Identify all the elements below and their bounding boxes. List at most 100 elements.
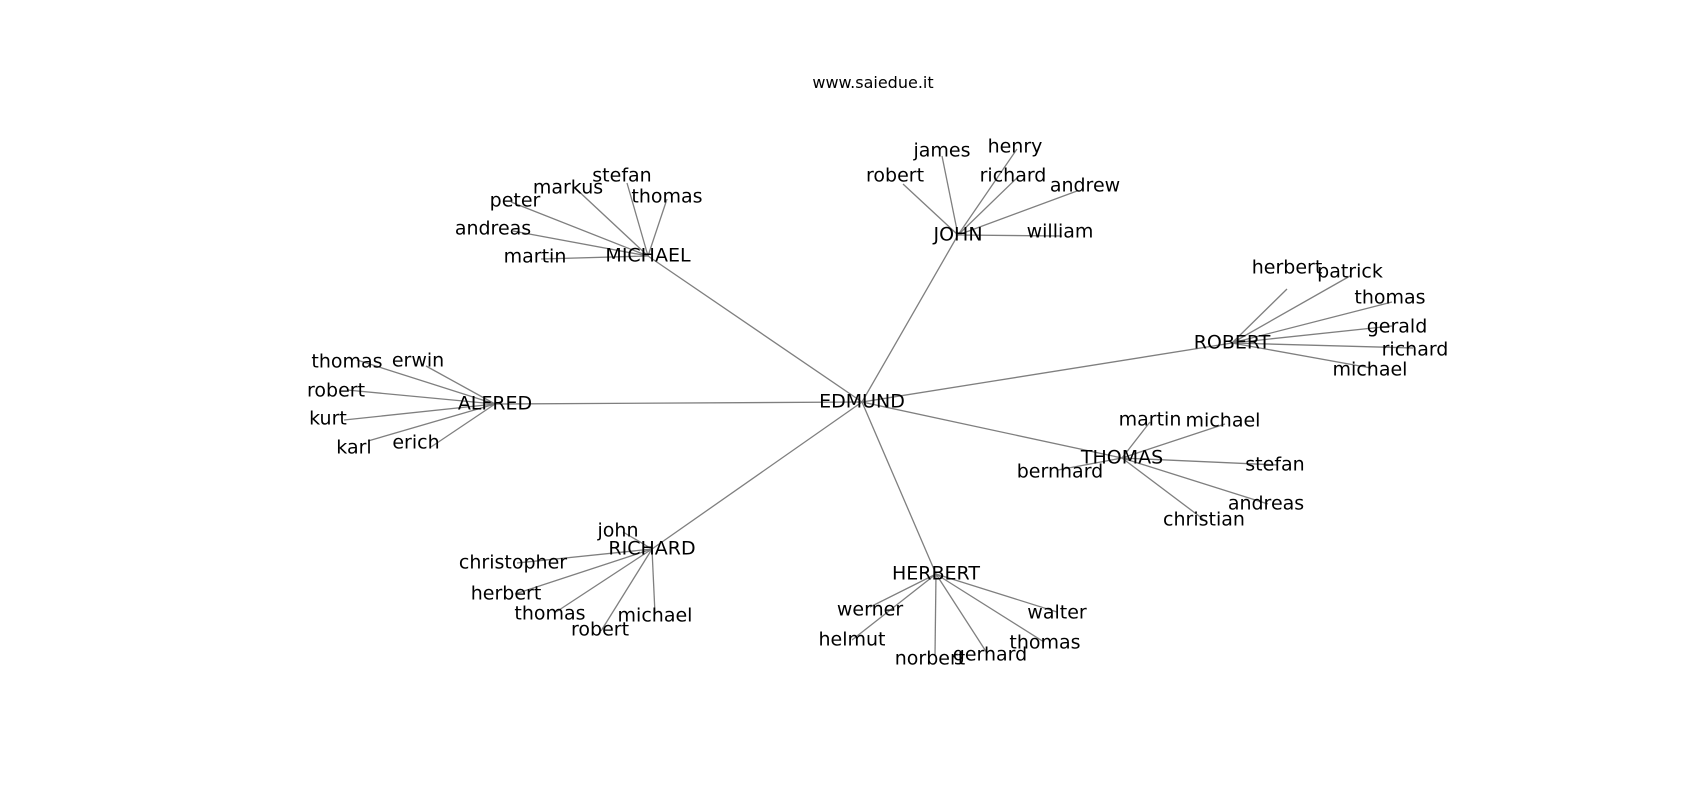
- edge-herbert-to-thomas: [935, 573, 1045, 643]
- edge-thomas-to-christian: [1121, 457, 1204, 520]
- root-node-label: EDMUND: [819, 391, 905, 413]
- leaf-node-robert-thomas: thomas: [1354, 287, 1425, 309]
- leaf-node-herbert-norbert: norbert: [895, 648, 966, 670]
- edge-robert-to-patrick: [1231, 275, 1351, 344]
- leaf-node-alfred-thomas: thomas: [311, 351, 382, 373]
- edge-root-to-michael: [647, 255, 863, 403]
- edge-michael-to-stefan: [626, 182, 649, 257]
- leaf-node-alfred-erich: erich: [392, 432, 439, 454]
- edge-robert-to-michael: [1231, 342, 1372, 369]
- leaf-node-herbert-thomas: thomas: [1009, 632, 1080, 654]
- edge-robert-to-gerald: [1231, 325, 1393, 344]
- leaf-node-herbert-werner: werner: [837, 599, 903, 621]
- leaf-node-michael-peter: peter: [490, 190, 541, 212]
- leaf-node-michael-stefan: stefan: [592, 165, 651, 187]
- edge-john-to-james: [941, 155, 959, 236]
- edge-root-to-john: [861, 234, 959, 403]
- leaf-node-robert-herbert: herbert: [1252, 257, 1323, 279]
- edge-richard-to-thomas: [555, 548, 653, 613]
- edge-alfred-to-kurt: [343, 403, 496, 421]
- leaf-node-john-henry: henry: [988, 136, 1043, 158]
- edge-alfred-to-thomas: [356, 359, 496, 405]
- edge-alfred-to-robert: [346, 389, 496, 405]
- edge-thomas-to-michael: [1121, 423, 1226, 459]
- leaf-node-alfred-karl: karl: [336, 437, 371, 459]
- edge-thomas-to-stefan: [1121, 457, 1279, 466]
- leaf-node-robert-patrick: patrick: [1317, 261, 1383, 283]
- leaf-node-thomas-andreas: andreas: [1228, 493, 1304, 515]
- edge-john-to-richard: [957, 174, 1021, 236]
- leaf-node-thomas-michael: michael: [1186, 410, 1261, 432]
- leaf-node-herbert-gerhard: gerhard: [953, 644, 1027, 666]
- edge-root-to-herbert: [861, 401, 937, 575]
- leaf-node-michael-andreas: andreas: [455, 218, 531, 240]
- edge-herbert-to-werner: [869, 573, 937, 608]
- leaf-node-john-robert: robert: [866, 165, 924, 187]
- edge-michael-to-thomas: [647, 198, 668, 257]
- leaf-node-richard-michael: michael: [618, 605, 693, 627]
- leaf-node-john-richard: richard: [980, 165, 1047, 187]
- leaf-node-thomas-martin: martin: [1119, 409, 1182, 431]
- leaf-node-richard-thomas: thomas: [514, 603, 585, 625]
- leaf-node-thomas-stefan: stefan: [1245, 454, 1304, 476]
- leaf-node-herbert-walter: walter: [1027, 602, 1087, 624]
- leaf-node-richard-herbert: herbert: [471, 583, 542, 605]
- edge-richard-to-michael: [651, 548, 656, 615]
- leaf-node-alfred-robert: robert: [307, 380, 365, 402]
- edge-herbert-to-walter: [935, 573, 1058, 613]
- edge-alfred-to-erwin: [425, 365, 496, 405]
- edge-root-to-richard: [651, 401, 863, 550]
- leaf-node-robert-michael: michael: [1333, 359, 1408, 381]
- hub-node-richard: RICHARD: [608, 538, 695, 560]
- edge-herbert-to-norbert: [934, 573, 937, 657]
- site-caption: www.saiedue.it: [812, 73, 933, 92]
- leaf-node-alfred-kurt: kurt: [309, 408, 347, 430]
- edge-robert-to-richard: [1231, 342, 1414, 349]
- edge-john-to-william: [957, 234, 1063, 237]
- hub-node-alfred: ALFRED: [458, 393, 532, 415]
- edge-root-to-robert: [861, 342, 1233, 403]
- leaf-node-alfred-erwin: erwin: [392, 350, 444, 372]
- leaf-node-richard-john: john: [597, 520, 639, 542]
- leaf-node-robert-gerald: gerald: [1367, 316, 1428, 338]
- edge-richard-to-christopher: [516, 548, 653, 564]
- leaf-node-richard-robert: robert: [571, 619, 629, 641]
- edge-michael-to-markus: [572, 185, 649, 257]
- edge-richard-to-herbert: [514, 548, 653, 595]
- edge-robert-to-herbert: [1231, 288, 1288, 344]
- edges-layer: [343, 148, 1414, 657]
- leaf-node-michael-martin: martin: [504, 246, 567, 268]
- leaf-node-john-james: james: [912, 140, 970, 162]
- hub-node-thomas: THOMAS: [1080, 447, 1163, 469]
- edge-alfred-to-karl: [367, 403, 496, 442]
- leaf-node-michael-thomas: thomas: [631, 186, 702, 208]
- edge-michael-to-andreas: [512, 230, 649, 257]
- edge-michael-to-martin: [540, 255, 649, 260]
- leaf-node-thomas-bernhard: bernhard: [1017, 461, 1104, 483]
- leaf-node-richard-christopher: christopher: [459, 552, 567, 574]
- leaf-node-john-william: william: [1027, 221, 1094, 243]
- leaf-node-john-andrew: andrew: [1050, 175, 1120, 197]
- edge-john-to-henry: [957, 148, 1018, 236]
- hub-node-michael: MICHAEL: [605, 245, 691, 267]
- edge-richard-to-robert: [600, 548, 653, 632]
- edge-robert-to-thomas: [1231, 301, 1393, 344]
- leaf-node-herbert-helmut: helmut: [818, 629, 885, 651]
- edge-root-to-thomas: [861, 401, 1123, 459]
- edge-herbert-to-gerhard: [935, 573, 988, 654]
- edge-alfred-to-erich: [430, 403, 496, 448]
- edge-herbert-to-helmut: [851, 573, 937, 641]
- hub-node-robert: ROBERT: [1194, 332, 1271, 354]
- edge-root-to-alfred: [494, 401, 863, 405]
- hub-node-herbert: HERBERT: [892, 563, 980, 585]
- edge-thomas-to-andreas: [1121, 457, 1269, 505]
- leaf-node-robert-richard: richard: [1382, 339, 1449, 361]
- edge-richard-to-john: [622, 531, 653, 550]
- edge-john-to-andrew: [957, 190, 1078, 236]
- hub-node-john: JOHN: [932, 224, 982, 246]
- leaf-node-thomas-christian: christian: [1163, 509, 1245, 531]
- edge-thomas-to-bernhard: [1057, 457, 1123, 471]
- leaf-node-michael-markus: markus: [533, 177, 603, 199]
